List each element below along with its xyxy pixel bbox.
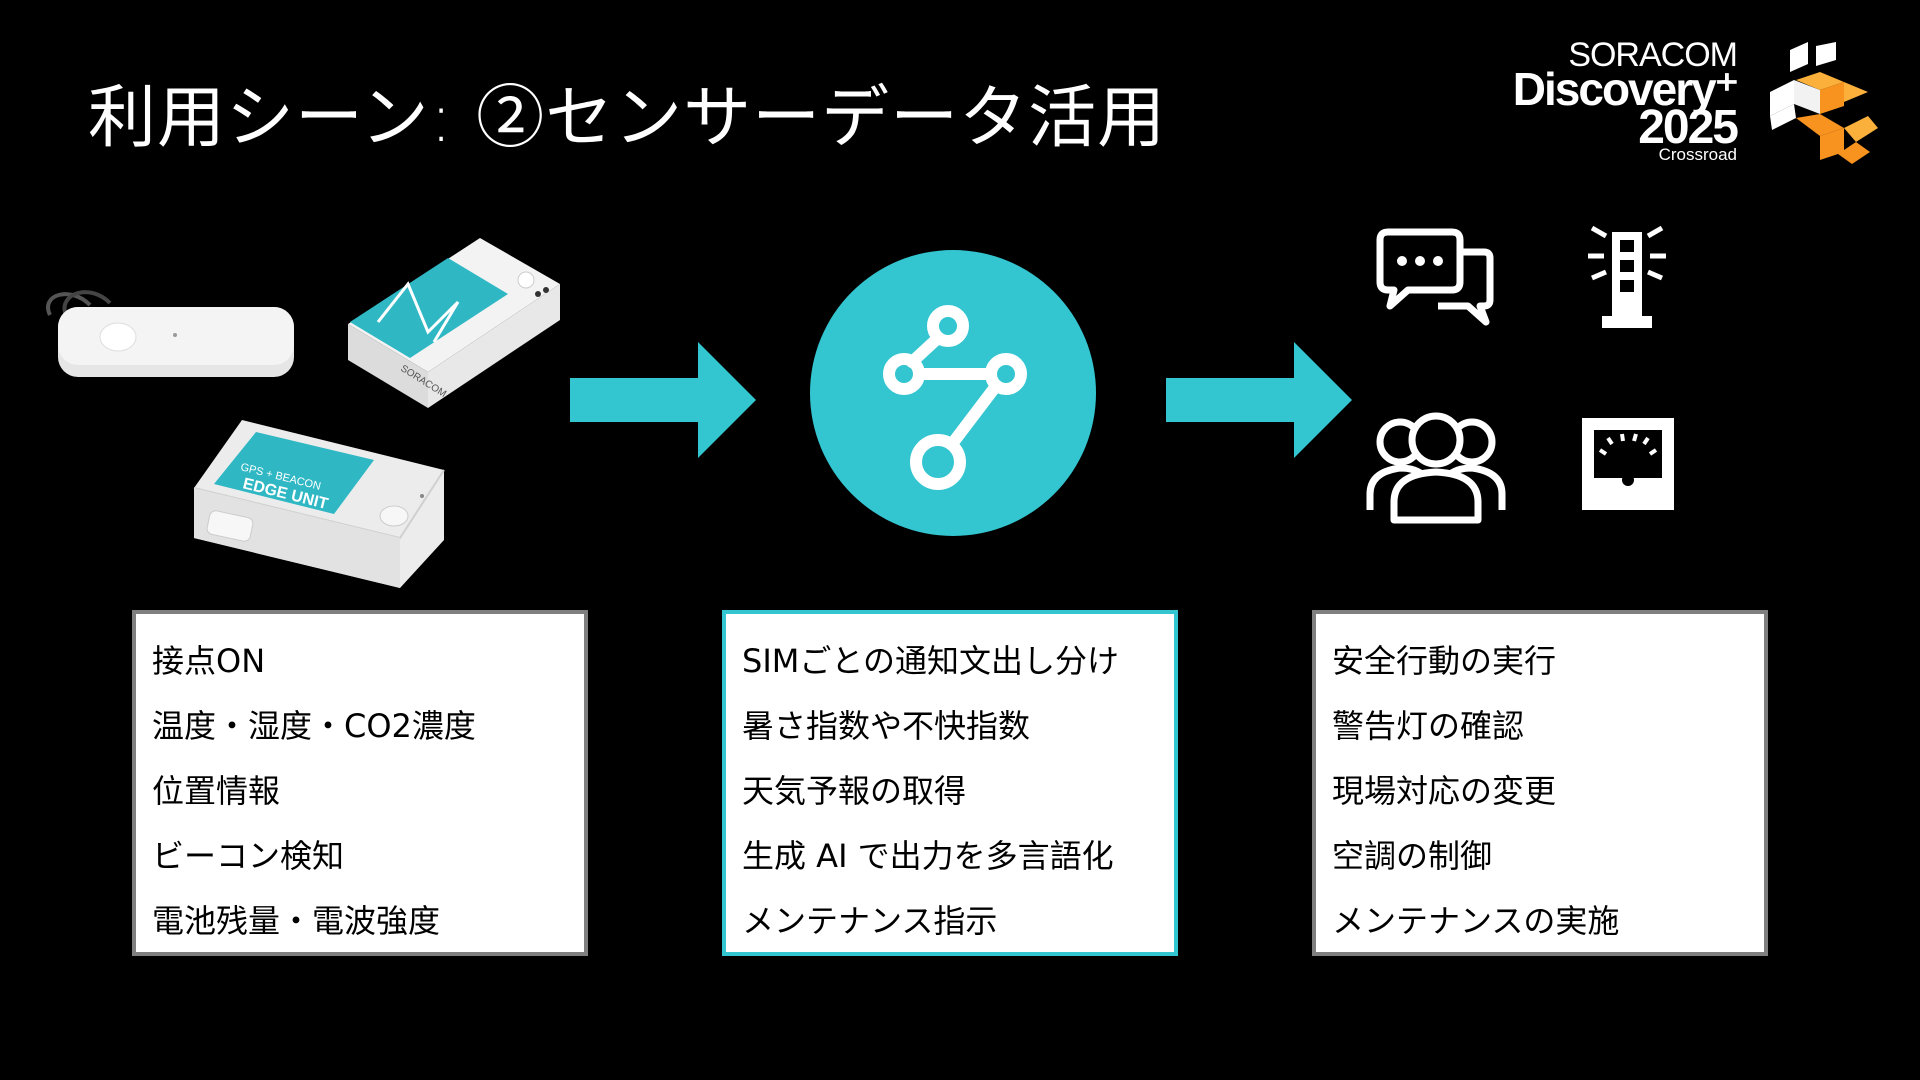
soracom-cellular-device: SORACOM [348,238,560,408]
flow-hub-circle [810,250,1096,536]
people-group-icon [1366,412,1506,524]
list-item: SIMごとの通知文出し分け [742,642,1120,680]
warning-light-icon [1588,225,1666,328]
gps-beacon-edge-unit-device: GPS + BEACON EDGE UNIT [193,420,445,588]
list-item: 暑さ指数や不快指数 [742,707,1031,745]
list-item: ビーコン検知 [152,837,345,875]
chat-bubbles-icon [1376,228,1494,326]
list-item: 生成 AI で出力を多言語化 [742,837,1114,875]
list-item: 電池残量・電波強度 [152,902,441,940]
input-sensor-box: 接点ON 温度・湿度・CO2濃度 位置情報 ビーコン検知 電池残量・電波強度 [132,610,588,956]
list-item: 天気予報の取得 [742,772,967,810]
arrow-right-icon [1166,342,1352,458]
list-item: 現場対応の変更 [1332,772,1557,810]
flow-hub-icon [883,305,1027,490]
logo-line-year: 2025 [1638,101,1739,154]
logo-line-discovery: Discovery⁺ [1512,63,1739,115]
list-item: メンテナンスの実施 [1332,902,1620,940]
list-item: 安全行動の実行 [1332,642,1557,680]
logo-line-crossroad: Crossroad [1658,145,1737,164]
list-item: 温度・湿度・CO2濃度 [152,707,476,745]
list-item: 警告灯の確認 [1332,707,1525,745]
processing-box: SIMごとの通知文出し分け 暑さ指数や不快指数 天気予報の取得 生成 AI で出… [722,610,1178,956]
slide-title: 利用シーン: ②センサーデータ活用 [88,79,1167,158]
list-item: メンテナンス指示 [742,902,998,940]
contact-sensor-device [46,290,294,377]
list-item: 位置情報 [152,772,281,810]
soracom-discovery-logo: SORACOM Discovery⁺ 2025 Crossroad [1495,38,1885,168]
arrow-right-icon [570,342,756,458]
list-item: 接点ON [152,642,266,680]
action-output-box: 安全行動の実行 警告灯の確認 現場対応の変更 空調の制御 メンテナンスの実施 [1312,610,1768,956]
logo-line-soracom: SORACOM [1568,36,1738,74]
list-item: 空調の制御 [1332,837,1493,875]
gauge-meter-icon [1582,418,1674,510]
logo-cube-mark-icon [1770,42,1878,164]
